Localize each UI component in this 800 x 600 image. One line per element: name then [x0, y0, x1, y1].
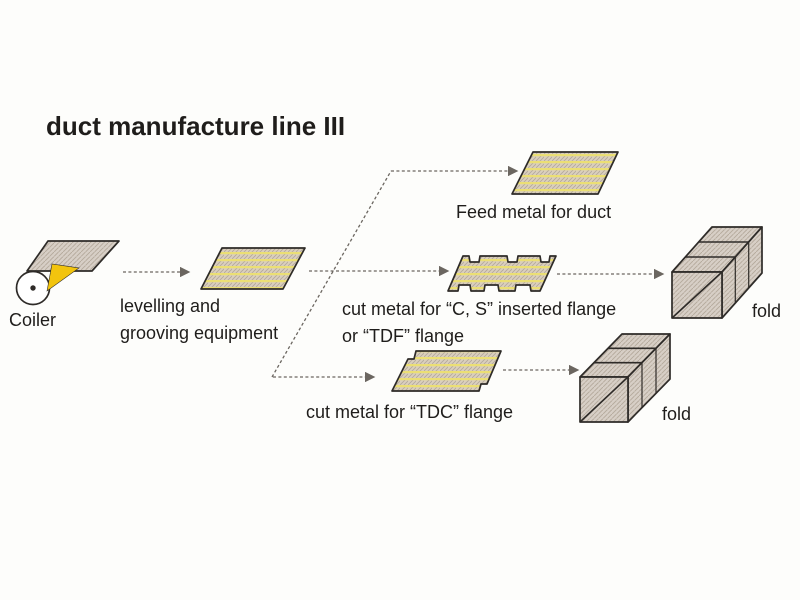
- feed-metal-sheet-shape: [511, 151, 619, 195]
- fold-label-cs: fold: [752, 301, 782, 321]
- cut-tdc-sheet-shape: [391, 350, 502, 392]
- feed-metal-label: Feed metal for duct: [456, 202, 612, 222]
- coiler-core-wedge: [46, 263, 80, 292]
- levelling-label-line2: grooving equipment: [120, 323, 279, 343]
- fold-box-tdc: [579, 333, 671, 423]
- cut-cs-label: cut metal for “C, S” inserted flange or …: [342, 296, 616, 350]
- fold-box-tdc-front-diagonal: [579, 376, 629, 423]
- cut-cs-sheet-shape: [447, 255, 557, 292]
- cut-tdc-label: cut metal for “TDC” flange: [306, 402, 514, 422]
- coiler-axle-dot: [30, 285, 36, 291]
- levelling-label: levelling and grooving equipment: [120, 293, 278, 347]
- coiler-sheet-shape: [26, 240, 120, 272]
- fold-box-cs: [671, 226, 763, 319]
- levelling-sheet-shape: [200, 247, 306, 290]
- coiler-shape: [15, 240, 120, 306]
- branch-diagonal-line: [271, 170, 392, 378]
- fold-box-cs-front-diagonal: [671, 271, 723, 319]
- diagram-title: duct manufacture line III: [46, 111, 346, 141]
- fold-label-tdc: fold: [662, 404, 692, 424]
- levelling-label-line1: levelling and: [120, 296, 221, 316]
- coiler-label: Coiler: [9, 310, 57, 330]
- cut-cs-label-line1: cut metal for “C, S” inserted flange: [342, 299, 617, 319]
- cut-cs-label-line2: or “TDF” flange: [342, 326, 465, 346]
